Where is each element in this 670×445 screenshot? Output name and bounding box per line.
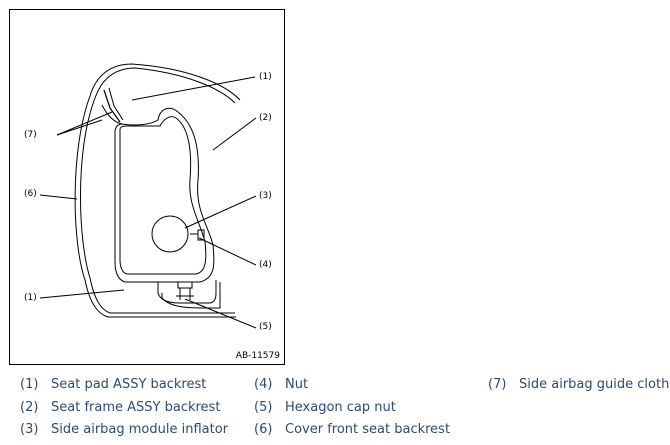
legend-number: (3): [20, 422, 39, 437]
callout-5: (5): [259, 322, 272, 332]
callout-1-top: (1): [259, 72, 272, 82]
parts-legend: (1) Seat pad ASSY backrest (2) Seat fram…: [0, 374, 670, 444]
legend-label: Seat pad ASSY backrest: [51, 377, 207, 392]
figure-id: AB-11579: [235, 351, 280, 361]
legend-number: (6): [254, 422, 273, 437]
callout-4: (4): [259, 260, 272, 270]
legend-label: Hexagon cap nut: [285, 400, 396, 415]
mounting-nut: [197, 229, 205, 241]
seat-frame-outline: [101, 104, 215, 283]
legend-number: (1): [20, 377, 39, 392]
legend-number: (4): [254, 377, 273, 392]
seat-cross-section-drawing: [39, 63, 257, 329]
callout-7: (7): [24, 130, 37, 140]
legend-label: Nut: [285, 377, 309, 392]
legend-number: (2): [20, 400, 39, 415]
callout-2: (2): [259, 113, 272, 123]
seat-cover-outline: [74, 63, 241, 318]
seat-pad-outline: [80, 67, 236, 314]
legend-number: (7): [488, 377, 507, 392]
hexagon-cap-nut: [177, 281, 193, 289]
callout-1-bottom: (1): [24, 293, 37, 303]
seat-frame-inner: [119, 116, 207, 275]
legend-label: Seat frame ASSY backrest: [51, 400, 221, 415]
legend-label: Side airbag guide cloth: [519, 377, 670, 392]
airbag-inflator: [151, 215, 189, 253]
callout-3: (3): [259, 191, 272, 201]
legend-label: Side airbag module inflator: [51, 422, 229, 437]
airbag-guide-cloth: [103, 89, 121, 123]
legend-number: (5): [254, 400, 273, 415]
seat-frame-base: [161, 282, 221, 309]
legend-label: Cover front seat backrest: [285, 422, 451, 437]
seat-diagram-figure: (1) (2) (3) (4) (5) (6) (7) (1) AB-11579: [9, 9, 285, 365]
callout-6: (6): [24, 189, 37, 199]
